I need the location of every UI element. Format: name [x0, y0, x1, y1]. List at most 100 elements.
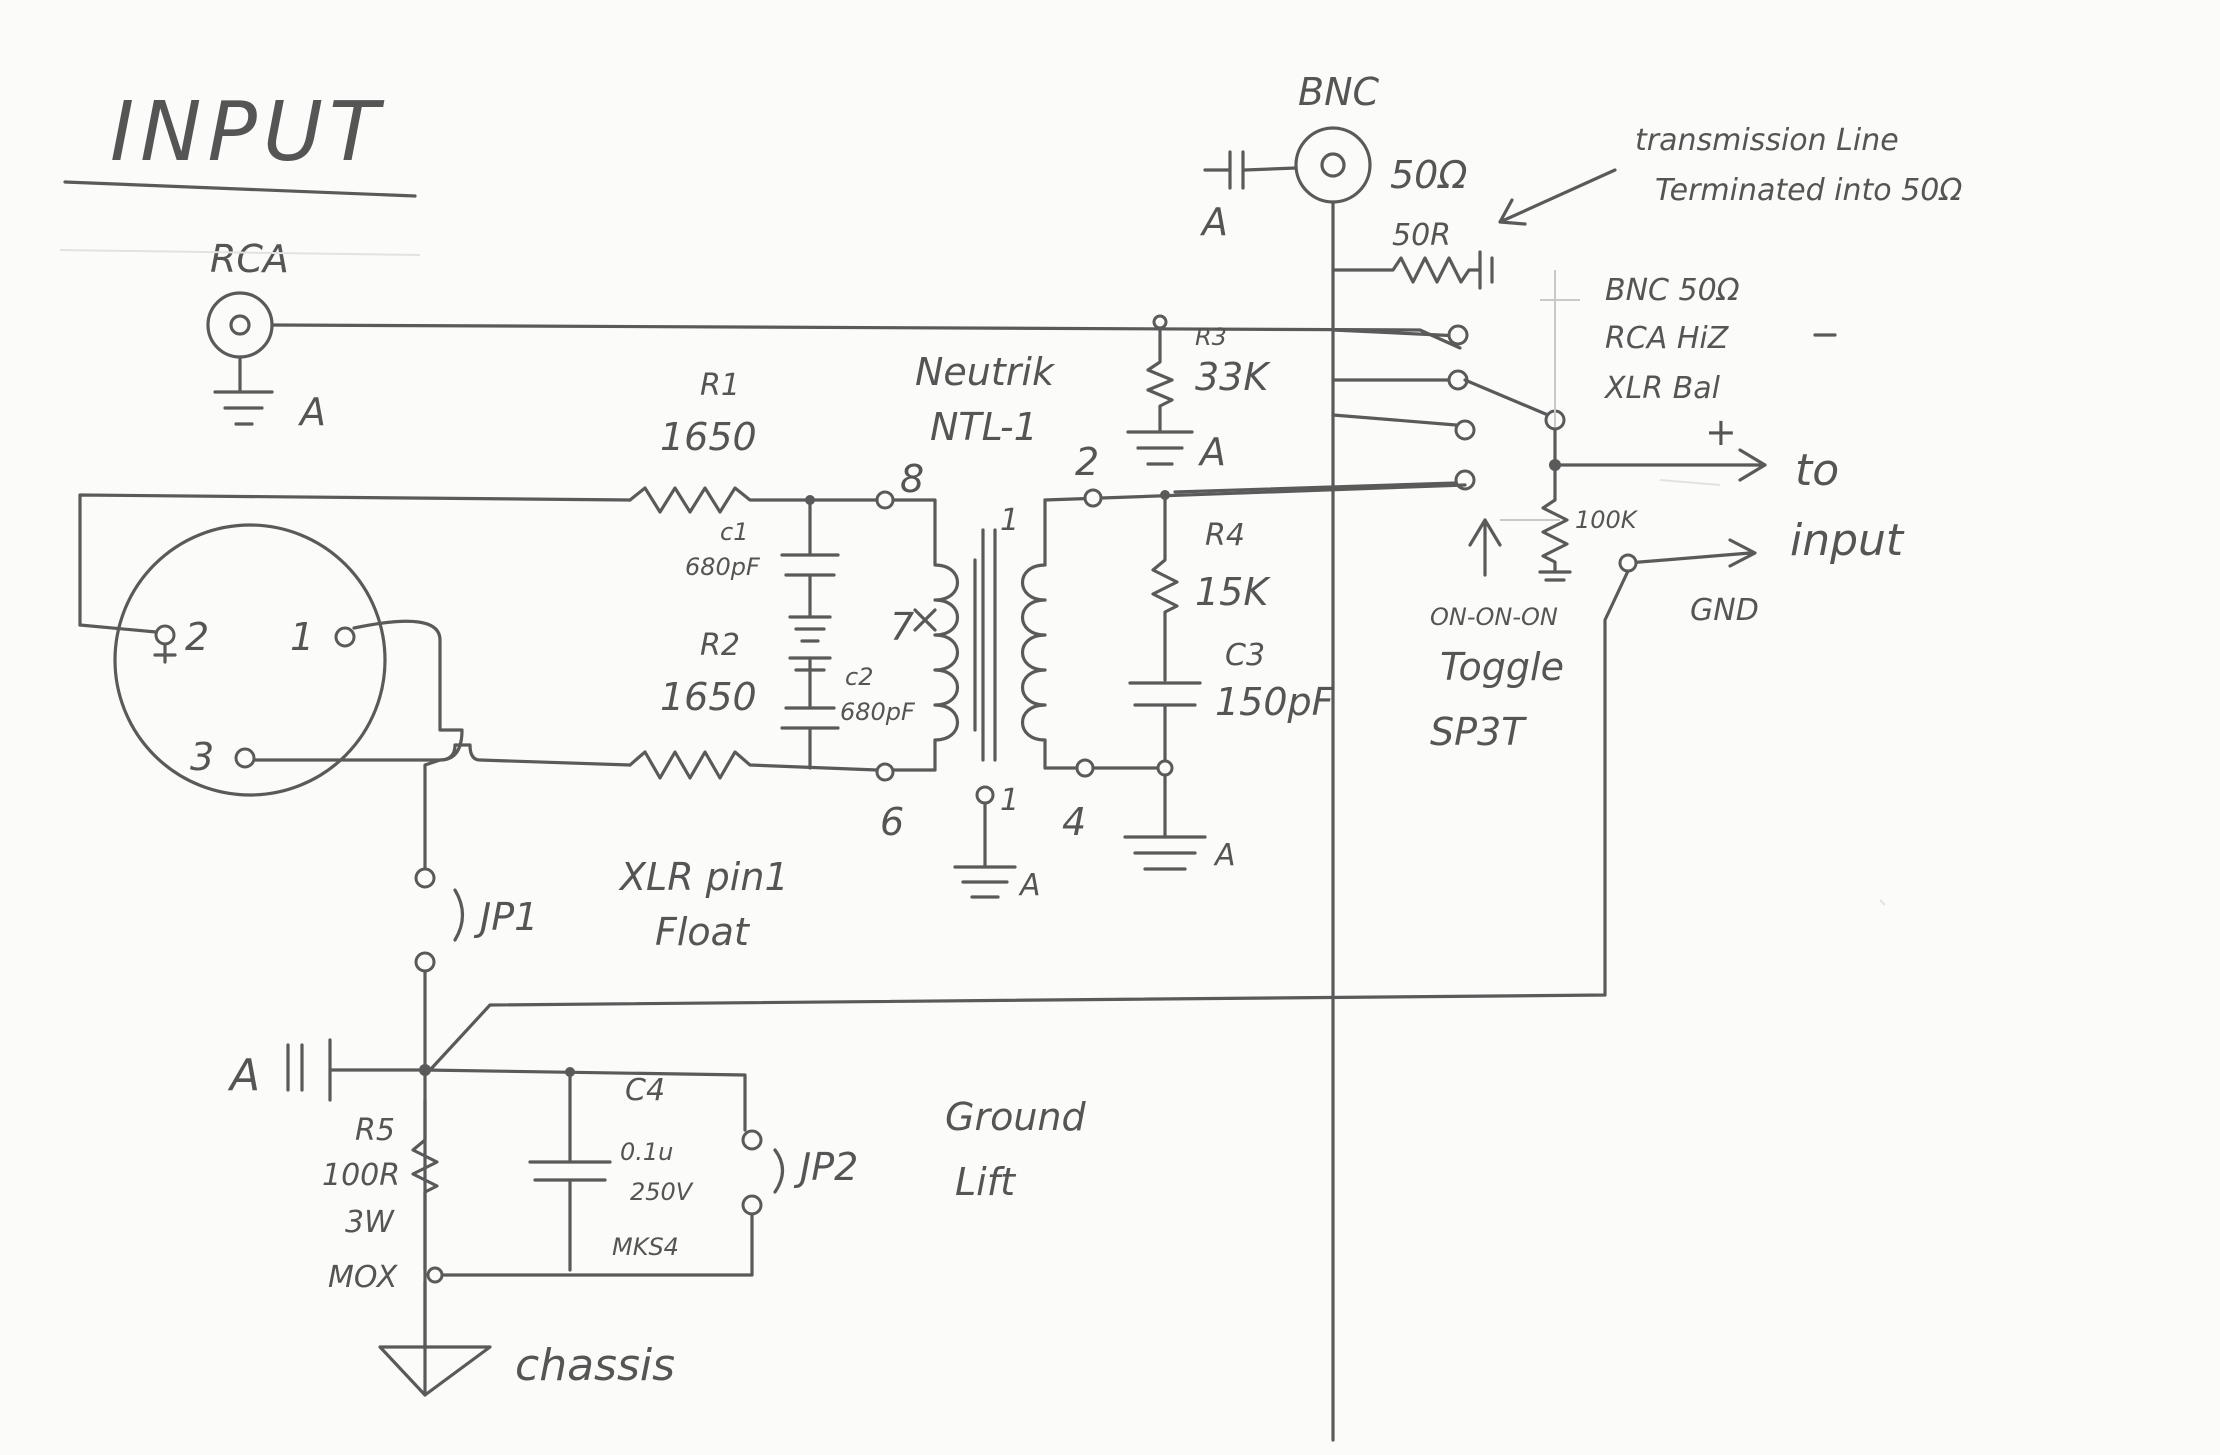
switch-legend-3: XLR Bal [1603, 371, 1721, 406]
transformer-maker: Neutrik [915, 350, 1056, 394]
secondary-top-wire [1043, 483, 1467, 502]
r2-value: 1650 [660, 675, 757, 719]
title-underline [63, 180, 417, 198]
r5-name: R5 [355, 1113, 395, 1148]
bnc-to-contact-3 [1331, 413, 1458, 427]
jp2-bottom-pin [741, 1194, 763, 1216]
switch-lever [1463, 378, 1557, 420]
rca-connector [206, 291, 274, 359]
xlr-pin2-lead [78, 623, 158, 634]
pin-7-label: 7 [890, 605, 914, 649]
xlr-pin3-wire [248, 743, 632, 767]
r5-resistor [411, 1098, 439, 1272]
jp2-desc-2: Lift [955, 1160, 1017, 1204]
transformer-core [973, 528, 997, 762]
pin-2-node [1083, 488, 1103, 508]
xlr-connector [113, 523, 387, 797]
switch-sketch [1500, 270, 1580, 521]
r4-name: R4 [1205, 518, 1245, 553]
note-arrow [1498, 168, 1617, 226]
xlr-pin1-wire [352, 619, 464, 870]
core-ground [953, 801, 1017, 899]
r2-name: R2 [700, 628, 740, 663]
r3-name: R3 [1195, 323, 1227, 351]
rca-ground-wire [213, 355, 274, 426]
pin-4-label: 4 [1062, 800, 1086, 844]
pin-8-label: 8 [900, 457, 924, 501]
bnc-switch-wire [1331, 328, 1462, 338]
switch-contact-3 [1454, 419, 1476, 441]
output-plus: + [1705, 410, 1737, 454]
xlr-pin3-label: 3 [190, 735, 214, 779]
bnc-impedance-label: 50Ω [1390, 153, 1467, 197]
bnc-ground-label: A [1199, 200, 1228, 244]
jp1-bottom-pin [414, 951, 436, 973]
chassis-label: chassis [515, 1340, 675, 1391]
xlr-pin2-gnd-mark [153, 642, 177, 664]
a-node-label: A [227, 1050, 260, 1101]
c1-capacitor [780, 498, 840, 643]
jp2-label: JP2 [793, 1145, 858, 1189]
pin-1-label: 1 [1000, 503, 1019, 538]
c4-name: C4 [625, 1073, 665, 1108]
switch-type-3: SP3T [1430, 710, 1527, 754]
transformer-model: NTL-1 [930, 405, 1038, 449]
c4-voltage: 250V [630, 1178, 694, 1206]
r1-name: R1 [700, 368, 740, 403]
output-plus-arrow [1738, 448, 1767, 482]
r3-value: 33K [1195, 355, 1271, 399]
output-gnd-label: GND [1690, 593, 1759, 628]
chassis-ground-symbol [378, 1280, 492, 1397]
rca-center-pin [229, 314, 251, 336]
c4-top-wire [423, 1068, 747, 1132]
secondary-bottom-node [1156, 759, 1174, 777]
jp2-top-pin [741, 1129, 763, 1151]
output-input-label: input [1790, 515, 1905, 566]
xlr-pin-1 [334, 626, 356, 648]
c2-capacitor [780, 656, 840, 770]
note-line-2: Terminated into 50Ω [1655, 173, 1962, 208]
r3-ground-label: A [1197, 430, 1226, 474]
r3-resistor [1126, 326, 1194, 466]
c2-value: 680pF [840, 698, 916, 726]
switch-type-1: ON-ON-ON [1430, 603, 1558, 631]
pin-1-node [975, 785, 995, 805]
r100k-label: 100K [1575, 506, 1639, 534]
r5-value: 100R [322, 1158, 400, 1193]
output-to-label: to [1795, 445, 1839, 496]
a-node-marks [286, 1038, 427, 1102]
r3-top-node [1152, 314, 1168, 330]
c4-value: 0.1u [620, 1138, 673, 1166]
switch-pointer-arrow [1468, 518, 1502, 577]
bnc-center-pin [1320, 152, 1346, 178]
note-line-1: transmission Line [1635, 123, 1899, 158]
secondary-winding [1020, 498, 1167, 770]
secondary-ground [1123, 773, 1207, 871]
bnc-connector [1294, 126, 1372, 204]
rca-label: RCA [210, 237, 289, 281]
c1-value: 680pF [685, 553, 761, 581]
r50-resistor [1331, 250, 1494, 290]
pin-1-label-b: 1 [1000, 783, 1019, 818]
pin-4-node [1075, 758, 1095, 778]
secondary-ground-label: A [1213, 838, 1236, 873]
gnd-output-wire [1626, 538, 1757, 568]
xlr-pin2-wire [78, 493, 632, 627]
pin-8-node [875, 490, 895, 510]
jp2-jumper [773, 1148, 785, 1194]
jp1-desc-1: XLR pin1 [618, 855, 789, 899]
paper-smudge [59, 249, 1886, 906]
switch-type-2: Toggle [1440, 645, 1564, 689]
r1-value: 1650 [660, 415, 757, 459]
c4-capacitor [528, 1070, 612, 1272]
xlr-pin-3 [234, 747, 256, 769]
switch-legend-2: RCA HiZ [1605, 321, 1730, 356]
gnd-return-wire [428, 569, 1630, 1072]
pin-2-label: 2 [1075, 440, 1099, 484]
xlr-pin2-label: 2 [185, 615, 209, 659]
jp1-jumper [453, 888, 465, 942]
rca-ground-label: A [297, 390, 326, 434]
bnc-label: BNC [1298, 70, 1379, 114]
r100k-resistor [1538, 463, 1572, 582]
switch-contact-1 [1447, 324, 1469, 346]
